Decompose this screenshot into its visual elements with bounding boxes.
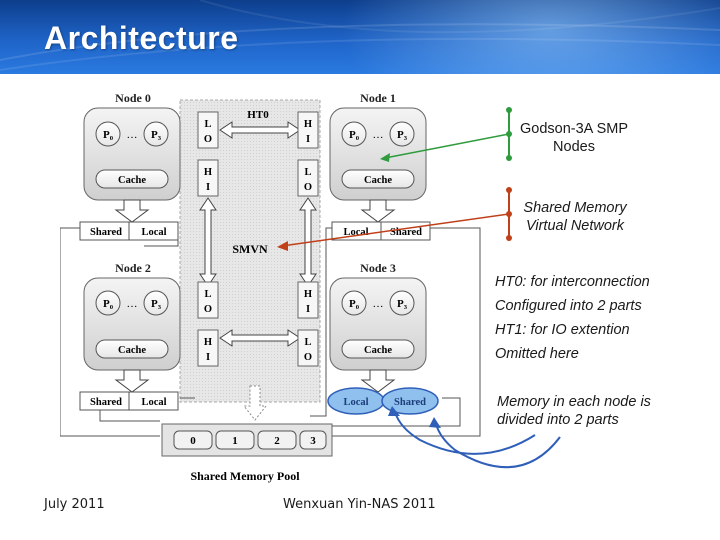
node-2-ellipsis: … (127, 298, 138, 310)
godson-note-line1: Godson-3A SMP (520, 121, 628, 137)
node-3-p3-label: P₃ (397, 298, 408, 310)
node-3-hi-port (297, 281, 319, 319)
node-3-lo-o: O (304, 352, 312, 363)
node-0-hi-i: I (206, 182, 210, 193)
godson-note: Godson-3A SMP Nodes (514, 120, 634, 156)
node-3-hi-h: H (304, 289, 312, 300)
node-1-lo-o: O (304, 182, 312, 193)
ht1-note: HT1: for IO extention (495, 322, 630, 338)
pool-block-0: 0 (190, 435, 196, 447)
memory-note-line1: Memory in each node is (497, 394, 651, 410)
node-2-hi-h: H (204, 337, 212, 348)
memory-note-line2: divided into 2 parts (497, 412, 619, 429)
ht1-note-2: Omitted here (495, 346, 579, 362)
pool-block-3: 3 (310, 435, 316, 447)
node-2-lo-o: O (204, 304, 212, 315)
node-0-hi-port (197, 159, 219, 197)
node-2-p3-label: P₃ (151, 298, 162, 310)
node-1-lo-l: L (304, 167, 311, 178)
node-1-shared-label: Shared (390, 227, 422, 238)
node-3-processor-0 (341, 290, 367, 316)
node-0-label: Node 0 (115, 91, 151, 105)
node-0-lo-port (197, 111, 219, 149)
node-1-hi-i: I (306, 134, 310, 145)
node-3-local-label: Local (343, 397, 368, 408)
node-2-p0-label: P₀ (103, 298, 114, 310)
node-2-down-arrow (114, 369, 150, 393)
node-0-cache-label: Cache (118, 175, 146, 186)
smvn-note: Shared Memory Virtual Network (514, 199, 636, 235)
ht0-note-2: Configured into 2 parts (495, 298, 642, 314)
ht0-label: HT0 (247, 109, 269, 121)
node-1-lo-port (297, 159, 319, 197)
node-3-processor-3 (389, 290, 415, 316)
ht0-note: HT0: for interconnection (495, 274, 650, 290)
node-0-lo-l: L (204, 119, 211, 130)
node-1-processor-0 (341, 121, 367, 147)
pool-label: Shared Memory Pool (190, 469, 300, 483)
smvn-note-line1: Shared Memory (523, 200, 627, 216)
title-bar-decoration (0, 0, 720, 71)
smvn-label: SMVN (232, 242, 268, 256)
footer-date: July 2011 (44, 497, 105, 512)
node-0-down-arrow (114, 199, 150, 223)
node-2-processor-0 (95, 290, 121, 316)
node-3-hi-i: I (306, 304, 310, 315)
node-3-label: Node 3 (360, 261, 396, 275)
memory-note: Memory in each node is divided into 2 pa… (497, 393, 651, 429)
architecture-diagram-svg: Node 0 P₀ … P₃ Cache L O H I Shared Loca… (59, 91, 481, 483)
node-2-lo-l: L (204, 289, 211, 300)
node-2-label: Node 2 (115, 261, 151, 275)
node-0-processor-3 (143, 121, 169, 147)
node-0-p3-label: P₃ (151, 129, 162, 141)
node-0-ellipsis: … (127, 129, 138, 141)
node-3-p0-label: P₀ (349, 298, 360, 310)
node-3-cache-label: Cache (364, 345, 392, 356)
node-3-lo-port (297, 329, 319, 367)
node-3-ellipsis: … (373, 298, 384, 310)
title-bar: Architecture (0, 0, 720, 74)
node-1-label: Node 1 (360, 91, 396, 105)
node-0-cache (95, 169, 169, 189)
pool-dashed-arrow (242, 385, 268, 421)
node-0-shared-label: Shared (90, 227, 122, 238)
node-1-cache (341, 169, 415, 189)
godson-note-line2: Nodes (553, 139, 595, 156)
node-3-cache (341, 339, 415, 359)
node-2-lo-port (197, 281, 219, 319)
node-1-ellipsis: … (373, 129, 384, 141)
node-2-local-label: Local (141, 397, 166, 408)
node-1-p0-label: P₀ (349, 129, 360, 141)
node-3-lo-l: L (304, 337, 311, 348)
pool-block-2: 2 (274, 435, 280, 447)
node-3-down-arrow (360, 369, 396, 393)
node-0-local-label: Local (141, 227, 166, 238)
pool-block-1: 1 (232, 435, 238, 447)
node-0-processor-0 (95, 121, 121, 147)
architecture-diagram: Node 0 P₀ … P₃ Cache L O H I Shared Loca… (59, 86, 500, 500)
title-bar-sheen (340, 0, 720, 74)
node-2-cache-label: Cache (118, 345, 146, 356)
node-1-hi-port (297, 111, 319, 149)
node-0-p0-label: P₀ (103, 129, 114, 141)
node-1-local-label: Local (343, 227, 368, 238)
ht-notes: HT0: for interconnection Configured into… (495, 270, 650, 366)
node-1-p3-label: P₃ (397, 129, 408, 141)
node-2-hi-i: I (206, 352, 210, 363)
node-0-lo-o: O (204, 134, 212, 145)
node-1-hi-h: H (304, 119, 312, 130)
node-3-shared-label: Shared (394, 397, 426, 408)
slide-title: Architecture (44, 20, 239, 56)
node-0-hi-h: H (204, 167, 212, 178)
node-2-processor-3 (143, 290, 169, 316)
node-1-cache-label: Cache (364, 175, 392, 186)
node-2-shared-label: Shared (90, 397, 122, 408)
node-1-down-arrow (360, 199, 396, 223)
node-2-cache (95, 339, 169, 359)
node-2-hi-port (197, 329, 219, 367)
smvn-note-line2: Virtual Network (525, 218, 625, 235)
footer-author: Wenxuan Yin-NAS 2011 (283, 497, 436, 512)
